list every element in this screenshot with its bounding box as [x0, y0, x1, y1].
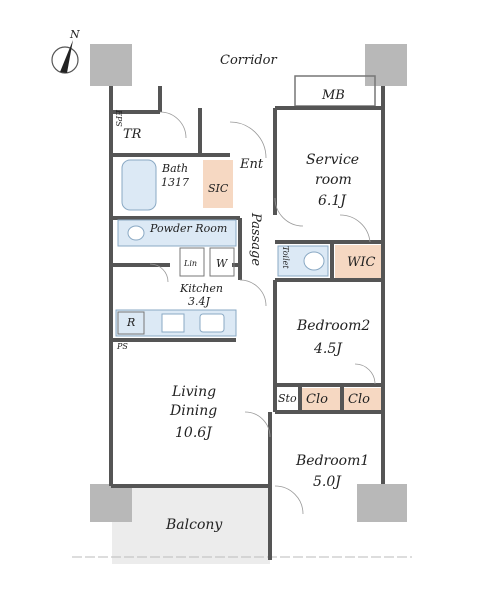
- balcony-label: Balcony: [165, 517, 223, 533]
- passage-label: Passage: [248, 212, 263, 266]
- door-swings: [149, 111, 376, 515]
- corridor-label: Corridor: [220, 53, 278, 68]
- bath-label: Bath: [161, 162, 188, 175]
- sic-storage: [203, 160, 233, 208]
- pillar-bottom-left: [90, 484, 132, 522]
- bath-size-label: 1317: [161, 176, 189, 189]
- bedroom1-label: Bedroom1: [295, 453, 369, 469]
- living-label-1: Living: [171, 384, 216, 400]
- clo-storage-2: [344, 388, 381, 410]
- service-room-label-1: Service: [306, 152, 359, 168]
- clo-storage-1: [302, 388, 340, 410]
- mb-label: MB: [321, 88, 345, 103]
- toilet-bowl: [303, 251, 325, 271]
- powder-room-label: Powder Room: [149, 222, 227, 235]
- ent-label: Ent: [239, 157, 264, 172]
- r-label: R: [126, 316, 135, 329]
- bedroom1-size: 5.0J: [313, 474, 342, 490]
- compass-north-label: N: [69, 28, 80, 41]
- bedroom2-label: Bedroom2: [296, 318, 370, 334]
- washer-box: [209, 247, 235, 277]
- service-room-label-2: room: [315, 172, 352, 188]
- wic-label: WIC: [347, 255, 375, 270]
- tr-label: TR: [123, 127, 142, 142]
- exterior-walls: [109, 86, 385, 560]
- north-arrow-icon: [51, 40, 79, 74]
- w-label: W: [216, 257, 229, 270]
- pillar-top-left: [90, 44, 132, 86]
- service-room-size: 6.1J: [318, 193, 347, 209]
- interior-walls: [111, 108, 383, 486]
- pillar-bottom-right: [357, 484, 407, 522]
- living-size: 10.6J: [175, 425, 213, 441]
- toilet-label: Toilet: [281, 246, 290, 269]
- bathtub: [121, 159, 157, 211]
- living-label-2: Dining: [169, 403, 217, 419]
- clo-label-2: Clo: [348, 392, 370, 407]
- pillar-top-right: [365, 44, 407, 86]
- bedroom2-size: 4.5J: [313, 341, 343, 357]
- ps-label: PS: [116, 342, 128, 351]
- linen-box: [179, 247, 205, 277]
- vanity-sink: [127, 225, 145, 241]
- clo-label-1: Clo: [306, 392, 328, 407]
- kitchen-sink: [199, 313, 225, 333]
- sic-label: SIC: [208, 182, 229, 195]
- kitchen-size-label: 3.4J: [188, 295, 210, 308]
- eps-label: EPS: [114, 109, 123, 127]
- wic-storage: [335, 245, 381, 278]
- sto-label: Sto: [278, 392, 297, 405]
- kitchen-label: Kitchen: [179, 282, 223, 295]
- refrigerator: [117, 311, 145, 335]
- lin-label: Lin: [183, 259, 197, 268]
- balcony-area: [112, 486, 270, 564]
- stove: [161, 313, 185, 333]
